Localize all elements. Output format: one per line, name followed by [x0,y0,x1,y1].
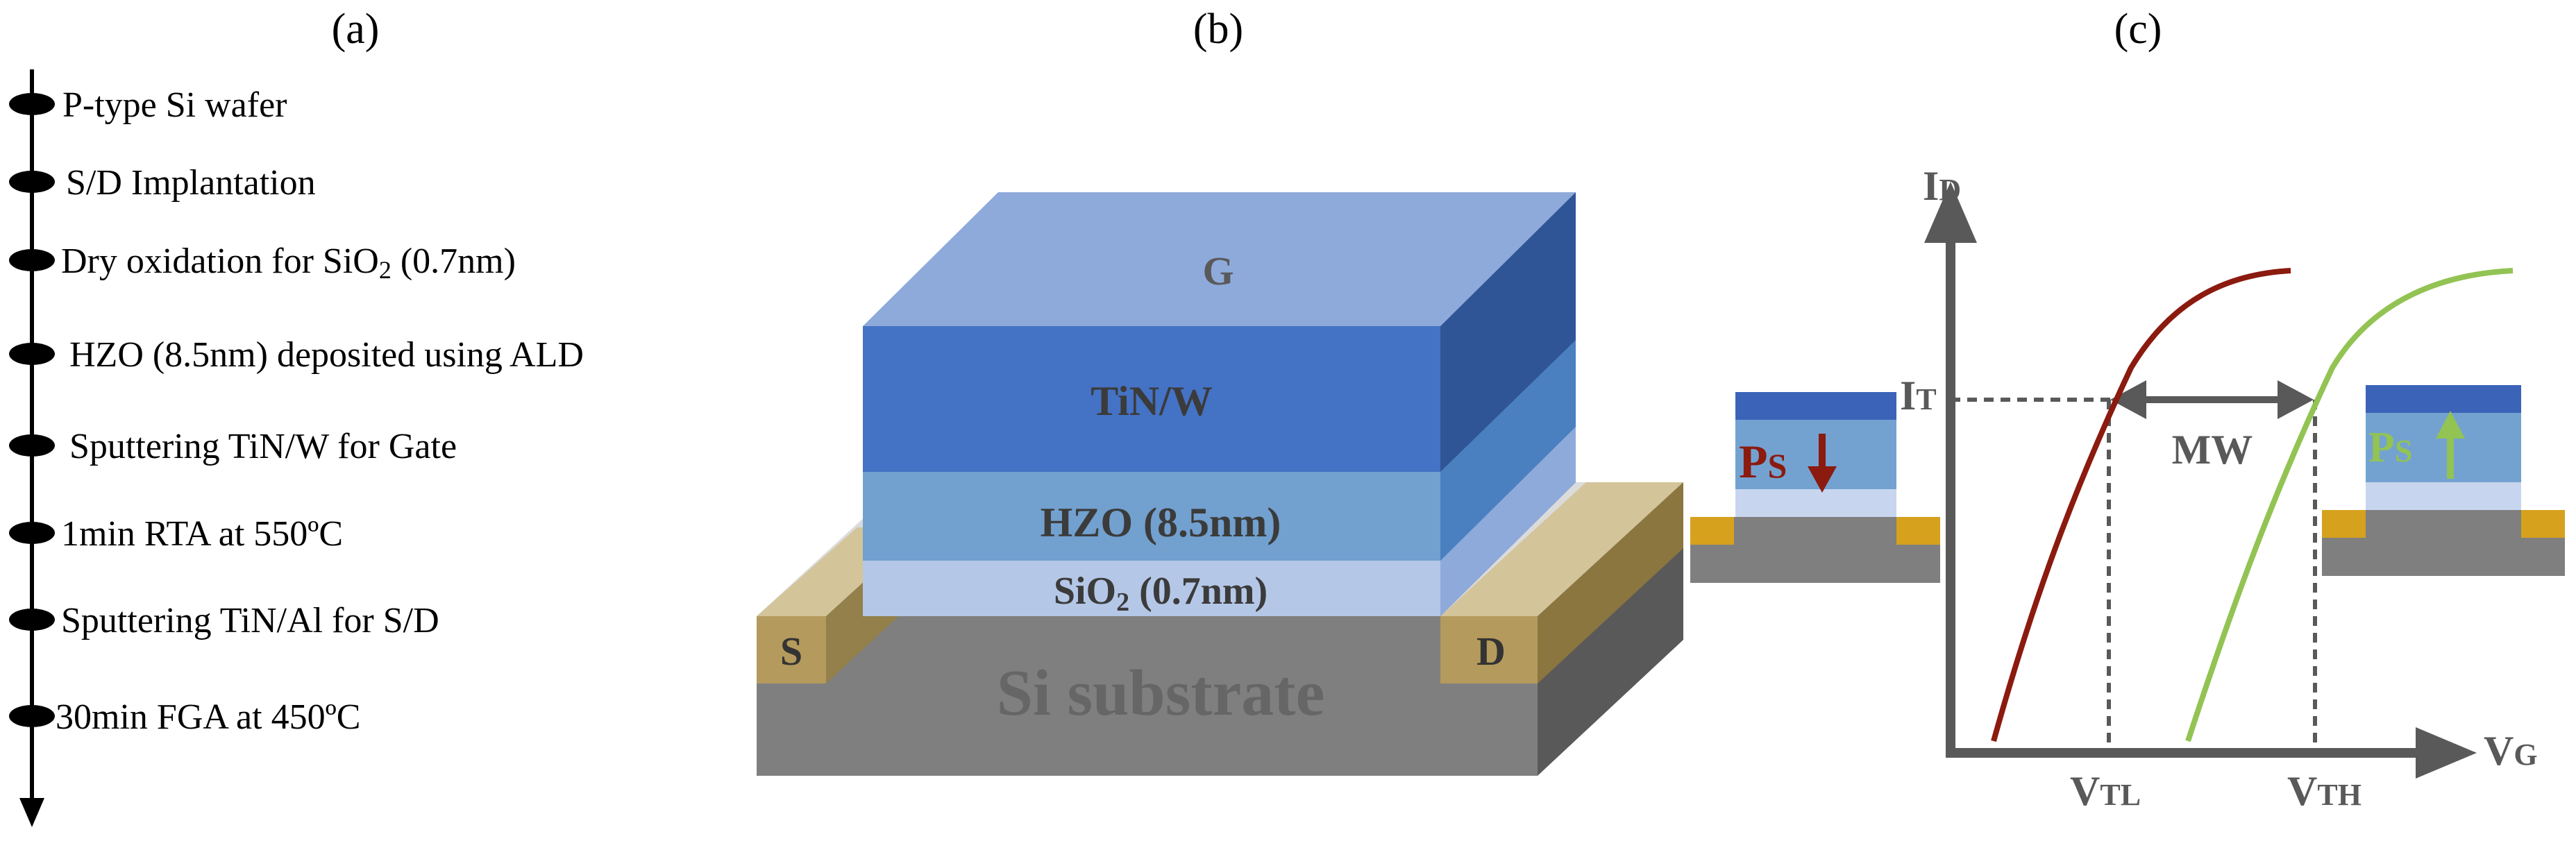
source-label: S [780,629,802,674]
hzo-side [1440,340,1576,561]
inset-left-gate [1735,392,1896,420]
y-axis-label: ID [1923,163,1961,209]
ps-up-arrow-icon [2436,411,2465,439]
substrate-front [757,616,1538,776]
hzo-layer-front [863,472,1440,561]
inset-right-gate [2366,385,2521,413]
x-axis-arrow [2416,727,2477,779]
drain-contact-side [1538,482,1683,683]
metal-layer-front [863,326,1440,472]
process-step-label: 30min FGA at 450ºC [56,697,360,737]
y-axis-arrow [1924,182,1977,243]
ps-down-arrow-icon [1808,466,1837,493]
process-step-bullet [9,434,55,457]
process-step-label: HZO (8.5nm) deposited using ALD [69,335,584,375]
ps-up-label: PS [2368,424,2412,471]
process-step-bullet [9,522,55,544]
gate-label: G [1202,248,1234,294]
drain-contact-front [1440,616,1538,683]
device-structure: Si substrate S D G TiN/W HZO (8.5nm) SiO… [757,192,1683,776]
process-step-bullet [9,249,55,271]
memory-window-arrow-right [2278,380,2314,419]
process-step-bullet [9,93,55,115]
inset-left-oxide [1735,489,1896,517]
source-contact-front [757,616,826,683]
drain-contact-top [1440,482,1683,616]
inset-left-drain [1896,517,1940,545]
timeline-arrowhead [19,798,44,827]
process-step-bullet [9,609,55,631]
oxide-label: SiO2 (0.7nm) [1054,570,1268,617]
hzo-label: HZO (8.5nm) [1041,500,1281,545]
process-step-bullet [9,171,55,193]
inset-right-oxide [2366,482,2521,510]
inset-ps-up: PS [2322,385,2565,576]
ps-down-label: PS [1739,435,1787,488]
process-step-label: Dry oxidation for SiO2 (0.7nm) [61,241,516,284]
vtl-label: VTL [2070,768,2141,814]
high-vt-curve [2185,268,2514,742]
it-label: IT [1900,373,1937,418]
low-vt-curve [1991,268,2291,742]
process-step-label: P-type Si wafer [62,85,287,125]
inset-right-source [2322,510,2366,538]
oxide-side [1440,427,1576,616]
transfer-curve-plot: ID VG IT VTL VTH MW PS [1690,163,2565,814]
metal-label: TiN/W [1091,378,1213,424]
vth-label: VTH [2287,768,2362,814]
panel-label-b: (b) [1193,6,1243,53]
process-step-label: Sputtering TiN/Al for S/D [61,601,439,640]
gate-top [863,192,1576,326]
memory-window-arrow-left [2110,380,2146,419]
inset-right-drain [2521,510,2565,538]
panel-label-c: (c) [2114,6,2162,53]
process-step-label: 1min RTA at 550ºC [61,514,343,554]
memory-window-label: MW [2172,427,2253,473]
process-step-bullet [9,343,55,365]
inset-left-source [1690,517,1734,545]
process-step-label: Sputtering TiN/W for Gate [69,427,457,466]
panel-label-a: (a) [332,6,380,53]
x-axis-label: VG [2484,728,2538,774]
oxide-layer-front [863,561,1440,616]
process-step-label: S/D Implantation [66,163,316,203]
substrate-label: Si substrate [997,657,1325,729]
inset-ps-down: PS [1690,392,1940,583]
drain-label: D [1476,629,1506,674]
process-step-bullet [9,705,55,727]
